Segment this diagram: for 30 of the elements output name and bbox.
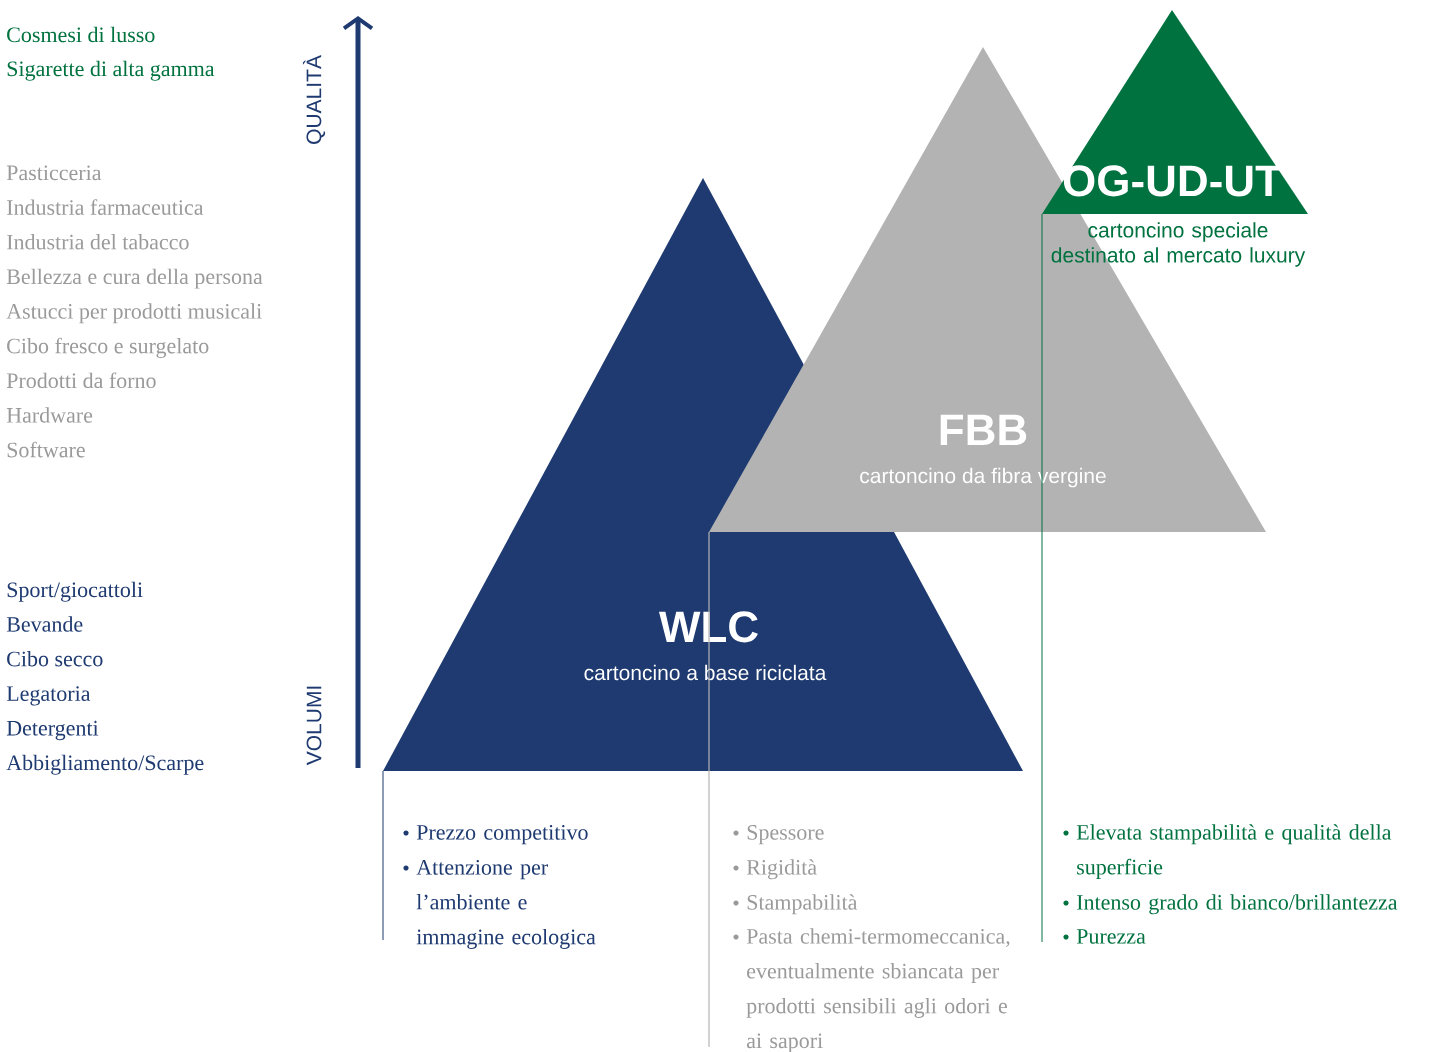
bullet-text: Rigidità: [746, 859, 817, 880]
bullet-text: Pasta chemi-termomeccanica, eventualmente sbiancata per prodotti sensibili agli odori e ai sapori: [746, 928, 1010, 1052]
list-item: Cibo fresco e surgelato: [7, 337, 209, 358]
list-item: Bellezza e cura della persona: [6, 268, 263, 289]
node-label: cartoncino speciale destinato al mercato luxury: [1051, 222, 1306, 267]
list-item: Sport/giocattoli: [7, 581, 143, 602]
list-item: Cibo secco: [7, 650, 103, 667]
bullet-text: Spessore: [747, 825, 824, 845]
list-item: Prodotti da forno: [6, 372, 156, 389]
list-item: Legatoria: [6, 686, 91, 706]
list-item: Software: [7, 441, 85, 458]
list-item: Industria del tabacco: [7, 234, 189, 250]
bullet-text: Attenzione per l’ambiente e immagine ecologica: [416, 860, 596, 949]
list-item: Sigarette di alta gamma: [7, 60, 215, 81]
list-item: Astucci per prodotti musicali: [6, 303, 262, 324]
triangle: OG-UD-UT cartoncino speciale destinato al mercato luxury: [1042, 10, 1308, 267]
list-item: Detergenti: [6, 720, 99, 741]
axis-label: QUALITÀ: [302, 55, 326, 144]
bullet-text: Purezza: [1076, 929, 1146, 944]
bullet-text: Prezzo competitivo: [416, 825, 588, 845]
list-item: Cosmesi di lusso: [7, 26, 155, 43]
bullet-text: Elevata stampabilità e qualità della superficie: [1076, 824, 1392, 880]
axis-label: VOLUMI: [306, 686, 322, 766]
list-item: Pasticceria: [6, 165, 102, 181]
list-item: Bevande: [6, 616, 83, 632]
list-item: Hardware: [6, 407, 93, 423]
list-item: Industria farmaceutica: [7, 199, 204, 215]
list-item: Abbigliamento/Scarpe: [6, 754, 204, 775]
bullet-text: Intenso grado di bianco/brillantezza: [1077, 894, 1398, 915]
bullet-text: Stampabilità: [747, 894, 858, 915]
